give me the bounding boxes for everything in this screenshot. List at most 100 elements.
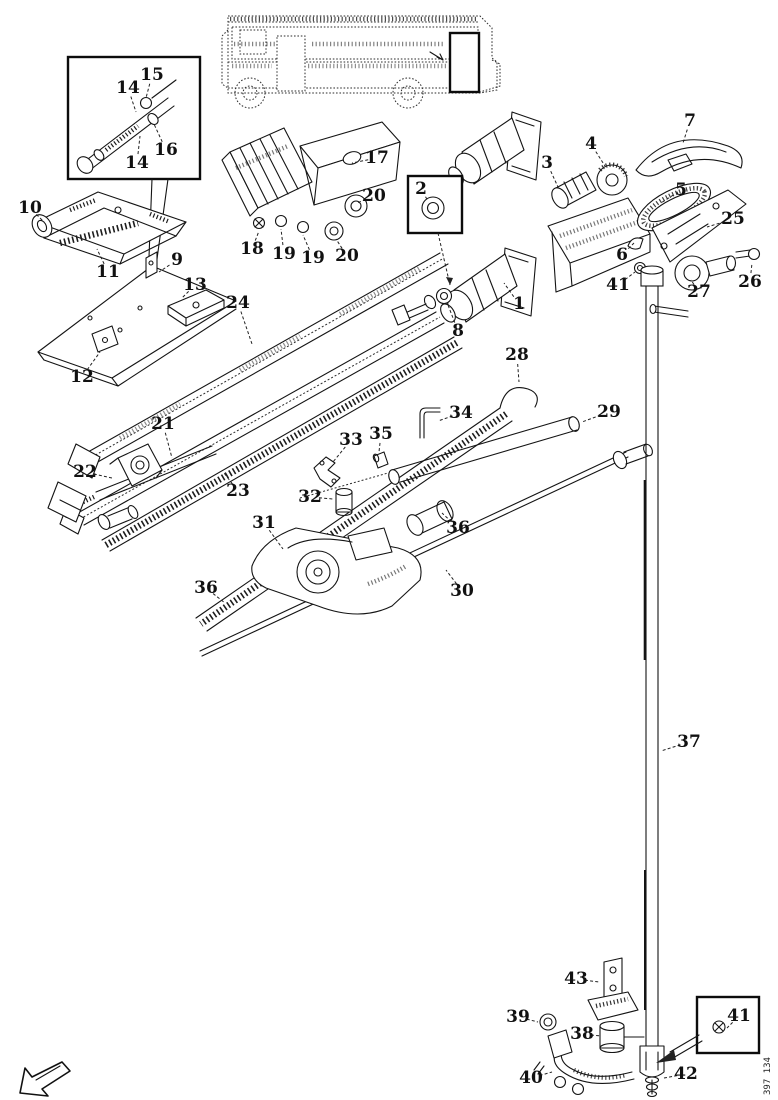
drive-motor-1	[391, 247, 537, 326]
pole-37	[640, 265, 664, 1047]
callout-40: 40	[519, 1068, 543, 1088]
callout-13: 13	[183, 275, 207, 295]
callout-11: 11	[96, 262, 120, 282]
tube-29	[299, 416, 580, 499]
callout-leader-1	[503, 282, 515, 297]
spring-plate-assembly	[31, 191, 187, 265]
detail-washer-15	[139, 96, 153, 110]
callout-leader-12	[86, 351, 101, 370]
callout-4: 4	[585, 134, 597, 154]
callout-14: 14	[125, 153, 149, 173]
callout-leader-26	[750, 262, 753, 274]
callout-leader-3	[550, 170, 559, 188]
callout-35: 35	[369, 424, 393, 444]
spring-coil-11	[59, 219, 139, 247]
callout-6: 6	[616, 245, 628, 265]
callout-9: 9	[171, 250, 183, 270]
callout-leader-23	[223, 472, 233, 485]
bus-location-illustration	[221, 15, 501, 109]
detail-box-41	[656, 995, 761, 1063]
callout-1: 1	[513, 294, 525, 314]
bumper-38	[599, 1020, 645, 1054]
callout-leader-18	[254, 230, 260, 241]
callout-leader-27	[690, 279, 695, 285]
detail-nut-16	[147, 112, 159, 126]
callout-leader-28	[517, 363, 520, 383]
motor-gearbox-assembly	[221, 121, 401, 241]
callout-leader-4	[595, 151, 606, 167]
rail-24	[67, 252, 449, 479]
callout-23: 23	[226, 481, 250, 501]
clip-6	[627, 237, 644, 250]
bushing-32	[335, 487, 353, 517]
callout-36: 36	[194, 578, 218, 598]
callout-16: 16	[154, 140, 178, 160]
callout-leader-14	[130, 96, 137, 113]
callout-27: 27	[687, 282, 711, 302]
callout-33: 33	[339, 430, 363, 450]
callout-26: 26	[738, 272, 762, 292]
nut-19b	[296, 220, 310, 234]
callout-leader-41	[624, 271, 636, 280]
callout-37: 37	[677, 732, 701, 752]
callout-41: 41	[606, 275, 630, 295]
cylinder-10	[31, 214, 53, 238]
callout-41: 41	[727, 1006, 751, 1026]
callout-leader-21	[164, 432, 173, 459]
callout-leader-36	[212, 593, 226, 604]
callout-14: 14	[116, 78, 140, 98]
callout-10: 10	[18, 198, 42, 218]
orientation-arrow	[19, 1061, 71, 1097]
callout-24: 24	[226, 293, 250, 313]
callout-leader-43	[584, 979, 600, 983]
callout-31: 31	[252, 513, 276, 533]
callout-leader-33	[332, 446, 346, 463]
callout-leader-36	[441, 512, 452, 523]
callout-25: 25	[721, 209, 745, 229]
callout-leader-29	[581, 414, 601, 423]
callout-leader-11	[96, 248, 105, 265]
callout-leader-10	[36, 214, 45, 223]
callout-leader-24	[240, 311, 253, 345]
clevis-33	[313, 456, 341, 488]
drive-shaft-22	[60, 443, 217, 519]
callout-leader-20	[356, 198, 366, 204]
callout-7: 7	[684, 111, 696, 131]
callout-leader-42	[663, 1075, 678, 1079]
callout-leader-20	[335, 238, 343, 249]
bus-door-pointer-arrow	[429, 51, 444, 61]
screw-rod-23	[101, 336, 463, 552]
bus-middle-door	[276, 35, 306, 92]
bolt-42	[644, 1076, 660, 1098]
gear-20b	[344, 194, 368, 218]
callout-28: 28	[505, 345, 529, 365]
hex-key-34	[419, 407, 441, 439]
rail-end-fittings	[47, 481, 139, 530]
callout-leader-2	[425, 196, 429, 202]
callout-leader-37	[660, 744, 681, 752]
base-plate-assembly	[37, 251, 237, 387]
callout-19: 19	[272, 244, 296, 264]
callout-43: 43	[564, 969, 588, 989]
callout-leader-6	[628, 242, 635, 249]
callout-leader-19	[302, 234, 310, 250]
detail-box-14-16	[66, 55, 202, 260]
callout-42: 42	[674, 1064, 698, 1084]
callout-leader-9	[158, 264, 170, 273]
callout-15: 15	[140, 65, 164, 85]
callout-leader-35	[378, 442, 381, 453]
callout-leader-38	[590, 1034, 602, 1037]
callout-30: 30	[450, 581, 474, 601]
callout-leader-15	[145, 83, 151, 99]
figure-code-stamp: 397 134	[763, 1057, 773, 1095]
callout-leader-30	[445, 569, 457, 585]
callout-36: 36	[446, 518, 470, 538]
callout-12: 12	[70, 367, 94, 387]
callout-leader-41	[726, 1022, 733, 1029]
callout-5: 5	[675, 180, 687, 200]
callout-leader-40	[539, 1071, 553, 1077]
callout-38: 38	[570, 1024, 594, 1044]
bus-front-door-highlight	[448, 31, 481, 94]
